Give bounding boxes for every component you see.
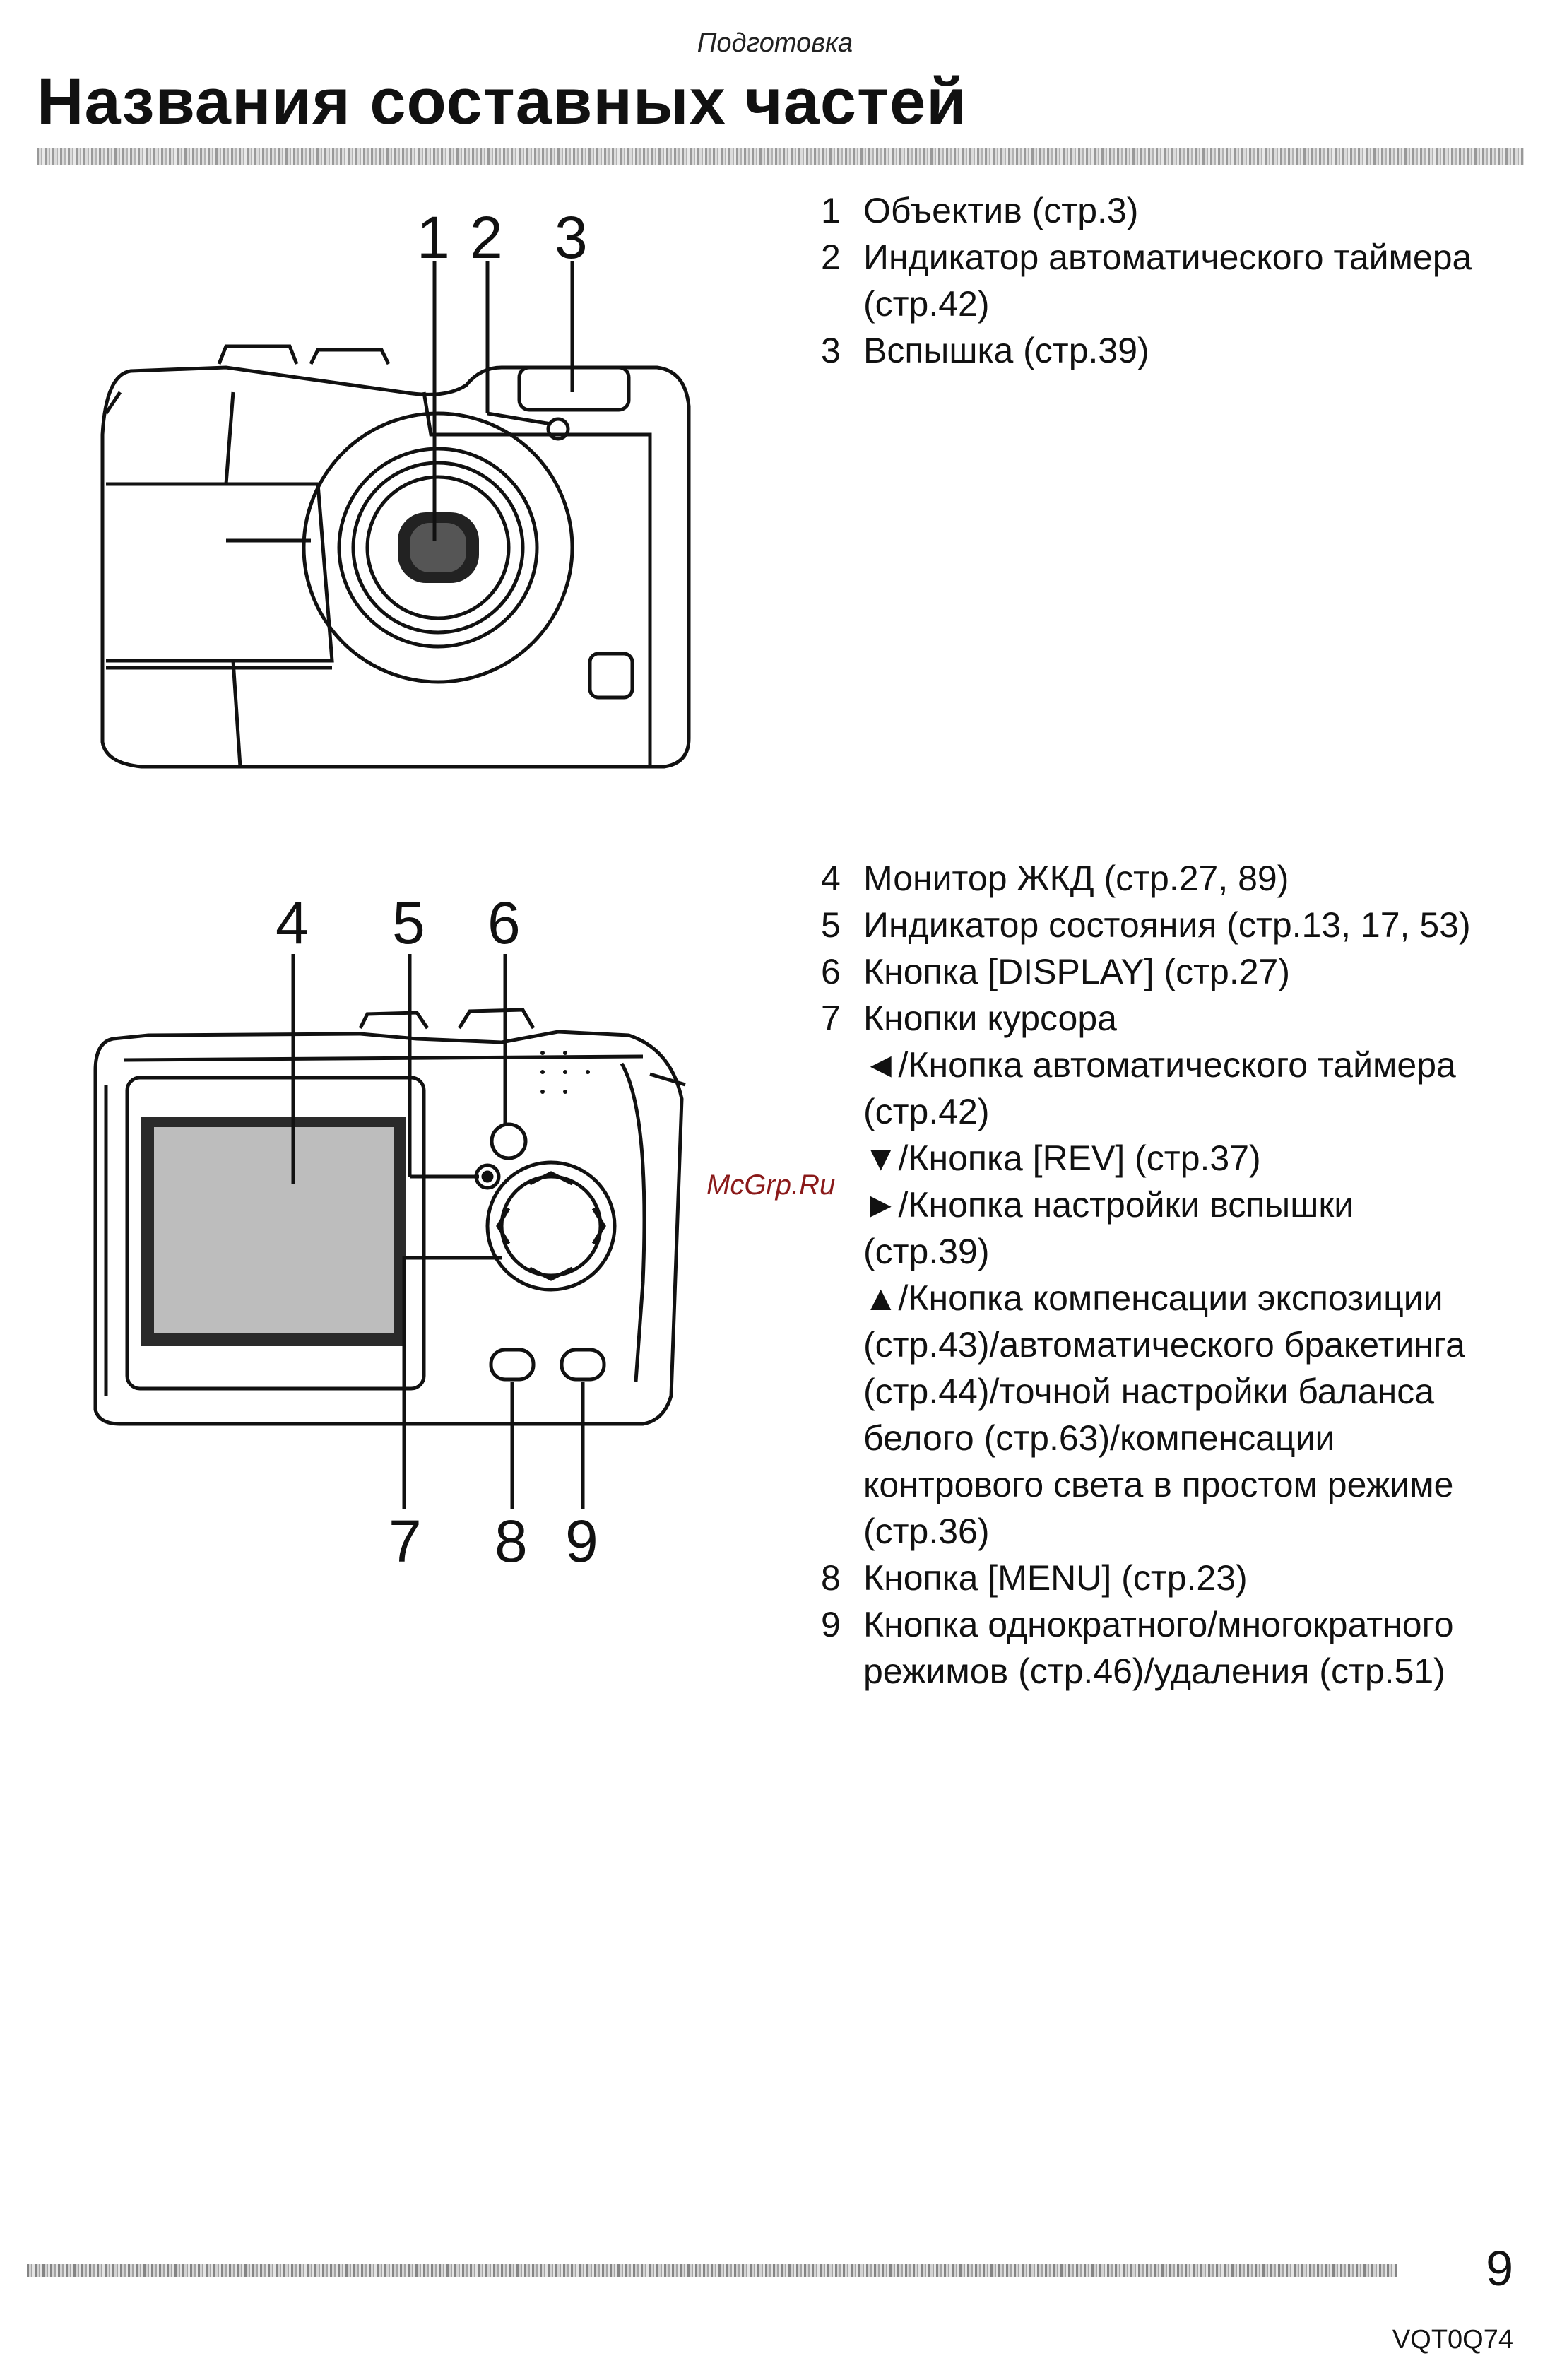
back-part-text: ▲/Кнопка компенсации экспозиции — [863, 1278, 1443, 1318]
callout-4: 4 — [276, 890, 309, 956]
back-part-item: 4 Монитор ЖКД (стр.27, 89) — [805, 855, 1471, 902]
front-part-item: 3 Вспышка (стр.39) — [805, 327, 1472, 374]
back-part-number: 5 — [821, 905, 841, 945]
callout-2: 2 — [470, 204, 503, 271]
callout-5: 5 — [392, 890, 425, 956]
back-part-text: Кнопка [MENU] (стр.23) — [863, 1558, 1248, 1598]
front-part-text: Объектив (стр.3) — [863, 191, 1139, 230]
footer-rule — [27, 2264, 1397, 2277]
camera-back-drawing: 4 5 6 — [93, 890, 686, 1565]
back-part-item: 5 Индикатор состояния (стр.13, 17, 53) — [805, 902, 1471, 948]
back-part-text: (стр.39) — [863, 1232, 990, 1271]
camera-front-figure: 1 2 3 — [64, 201, 714, 788]
front-part-text: Вспышка (стр.39) — [863, 331, 1149, 370]
back-part-number: 7 — [821, 998, 841, 1038]
back-part-text: ◄/Кнопка автоматического таймера — [863, 1045, 1456, 1085]
back-part-text: Индикатор состояния (стр.13, 17, 53) — [863, 905, 1471, 945]
front-part-item: 1 Объектив (стр.3) — [805, 187, 1472, 234]
back-part-text: Монитор ЖКД (стр.27, 89) — [863, 859, 1289, 898]
back-part-number: 8 — [821, 1558, 841, 1598]
front-part-number: 2 — [821, 237, 841, 277]
page-title: Названия составных частей — [37, 66, 967, 138]
back-part-item: 7 Кнопки курсора ◄/Кнопка автоматическог… — [805, 995, 1471, 1555]
camera-back-figure: 4 5 6 — [64, 887, 714, 1565]
back-part-item: 9 Кнопка однократного/многократного режи… — [805, 1601, 1471, 1695]
back-part-number: 6 — [821, 952, 841, 991]
callout-6: 6 — [487, 890, 521, 956]
back-part-text: ▼/Кнопка [REV] (стр.37) — [863, 1138, 1261, 1178]
callout-1: 1 — [417, 204, 450, 271]
page-number: 9 — [1486, 2241, 1513, 2296]
front-part-text: Индикатор автоматического таймера — [863, 237, 1472, 277]
front-part-text: (стр.42) — [863, 284, 990, 324]
back-part-text: (стр.43)/автоматического бракетинга — [863, 1325, 1465, 1365]
back-part-number: 9 — [821, 1605, 841, 1644]
back-part-text: (стр.44)/точной настройки баланса — [863, 1372, 1435, 1411]
front-parts-list: 1 Объектив (стр.3) 2 Индикатор автоматич… — [805, 187, 1472, 374]
back-part-text: режимов (стр.46)/удаления (стр.51) — [863, 1651, 1445, 1691]
callout-7: 7 — [389, 1508, 422, 1565]
back-part-text: (стр.42) — [863, 1092, 990, 1131]
header-rule — [37, 148, 1524, 165]
watermark: McGrp.Ru — [706, 1170, 836, 1201]
section-label: Подготовка — [697, 28, 853, 58]
back-part-text: ►/Кнопка настройки вспышки — [863, 1185, 1354, 1225]
callout-8: 8 — [495, 1508, 528, 1565]
back-parts-list: 4 Монитор ЖКД (стр.27, 89) 5 Индикатор с… — [805, 855, 1471, 1695]
back-part-item: 8 Кнопка [MENU] (стр.23) — [805, 1555, 1471, 1601]
front-part-number: 3 — [821, 331, 841, 370]
callout-3: 3 — [555, 204, 588, 271]
front-part-item: 2 Индикатор автоматического таймера (стр… — [805, 234, 1472, 327]
callout-9: 9 — [565, 1508, 598, 1565]
back-part-text: Кнопки курсора — [863, 998, 1117, 1038]
back-part-text: контрового света в простом режиме — [863, 1465, 1454, 1504]
back-part-item: 6 Кнопка [DISPLAY] (стр.27) — [805, 948, 1471, 995]
back-part-number: 4 — [821, 859, 841, 898]
document-code: VQT0Q74 — [1392, 2325, 1513, 2355]
camera-front-drawing: 1 2 3 — [100, 204, 691, 769]
back-part-text: белого (стр.63)/компенсации — [863, 1418, 1335, 1458]
back-part-text: (стр.36) — [863, 1512, 990, 1551]
back-part-text: Кнопка однократного/многократного — [863, 1605, 1454, 1644]
front-part-number: 1 — [821, 191, 841, 230]
back-part-text: Кнопка [DISPLAY] (стр.27) — [863, 952, 1290, 991]
